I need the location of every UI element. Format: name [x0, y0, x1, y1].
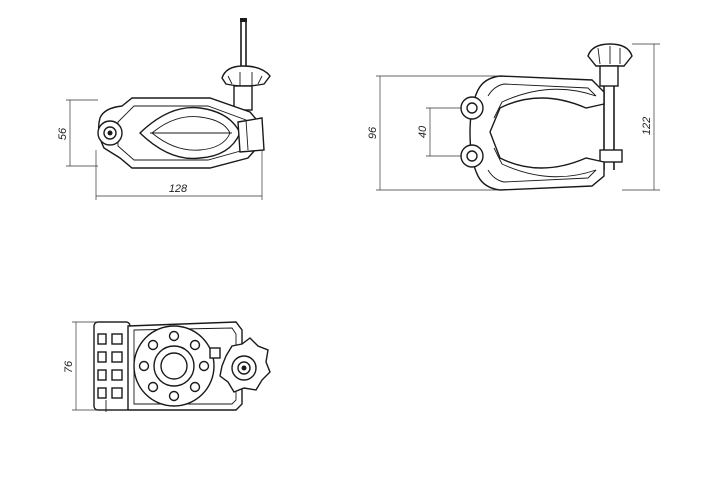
dim-label-122: 122	[641, 117, 653, 135]
dim-label-128: 128	[169, 183, 188, 195]
hinge-line	[245, 119, 249, 151]
knob-ribs	[597, 46, 621, 65]
lower-jaw-inner	[487, 147, 597, 183]
hinge-block	[237, 117, 265, 153]
lower-bolt-inner	[466, 150, 478, 162]
upper-jaw-inner	[487, 83, 597, 119]
top-body-inner	[133, 327, 237, 405]
knob-stem	[599, 65, 619, 87]
screw-nut	[599, 149, 623, 163]
knob-stem	[233, 85, 253, 111]
clamp-jaws	[469, 75, 605, 191]
pivot-bolt-center	[107, 130, 113, 136]
front-view: 96 40 122	[367, 43, 660, 191]
upper-bolt-inner	[466, 102, 478, 114]
side-view: 56 128	[57, 18, 271, 200]
tab	[209, 347, 221, 359]
knob-ribs	[227, 72, 263, 86]
knob-hub-center	[241, 365, 247, 371]
top-view: 76	[63, 321, 271, 412]
flange-holes	[138, 330, 210, 402]
flange-bore	[160, 352, 188, 380]
dim-label-56: 56	[57, 127, 69, 140]
hinge-slots	[97, 333, 123, 399]
knob	[221, 65, 271, 87]
dim-label-40: 40	[417, 125, 429, 138]
dim-label-96: 96	[367, 126, 379, 139]
rod-tip	[240, 18, 247, 22]
dim-label-76: 76	[63, 360, 75, 373]
